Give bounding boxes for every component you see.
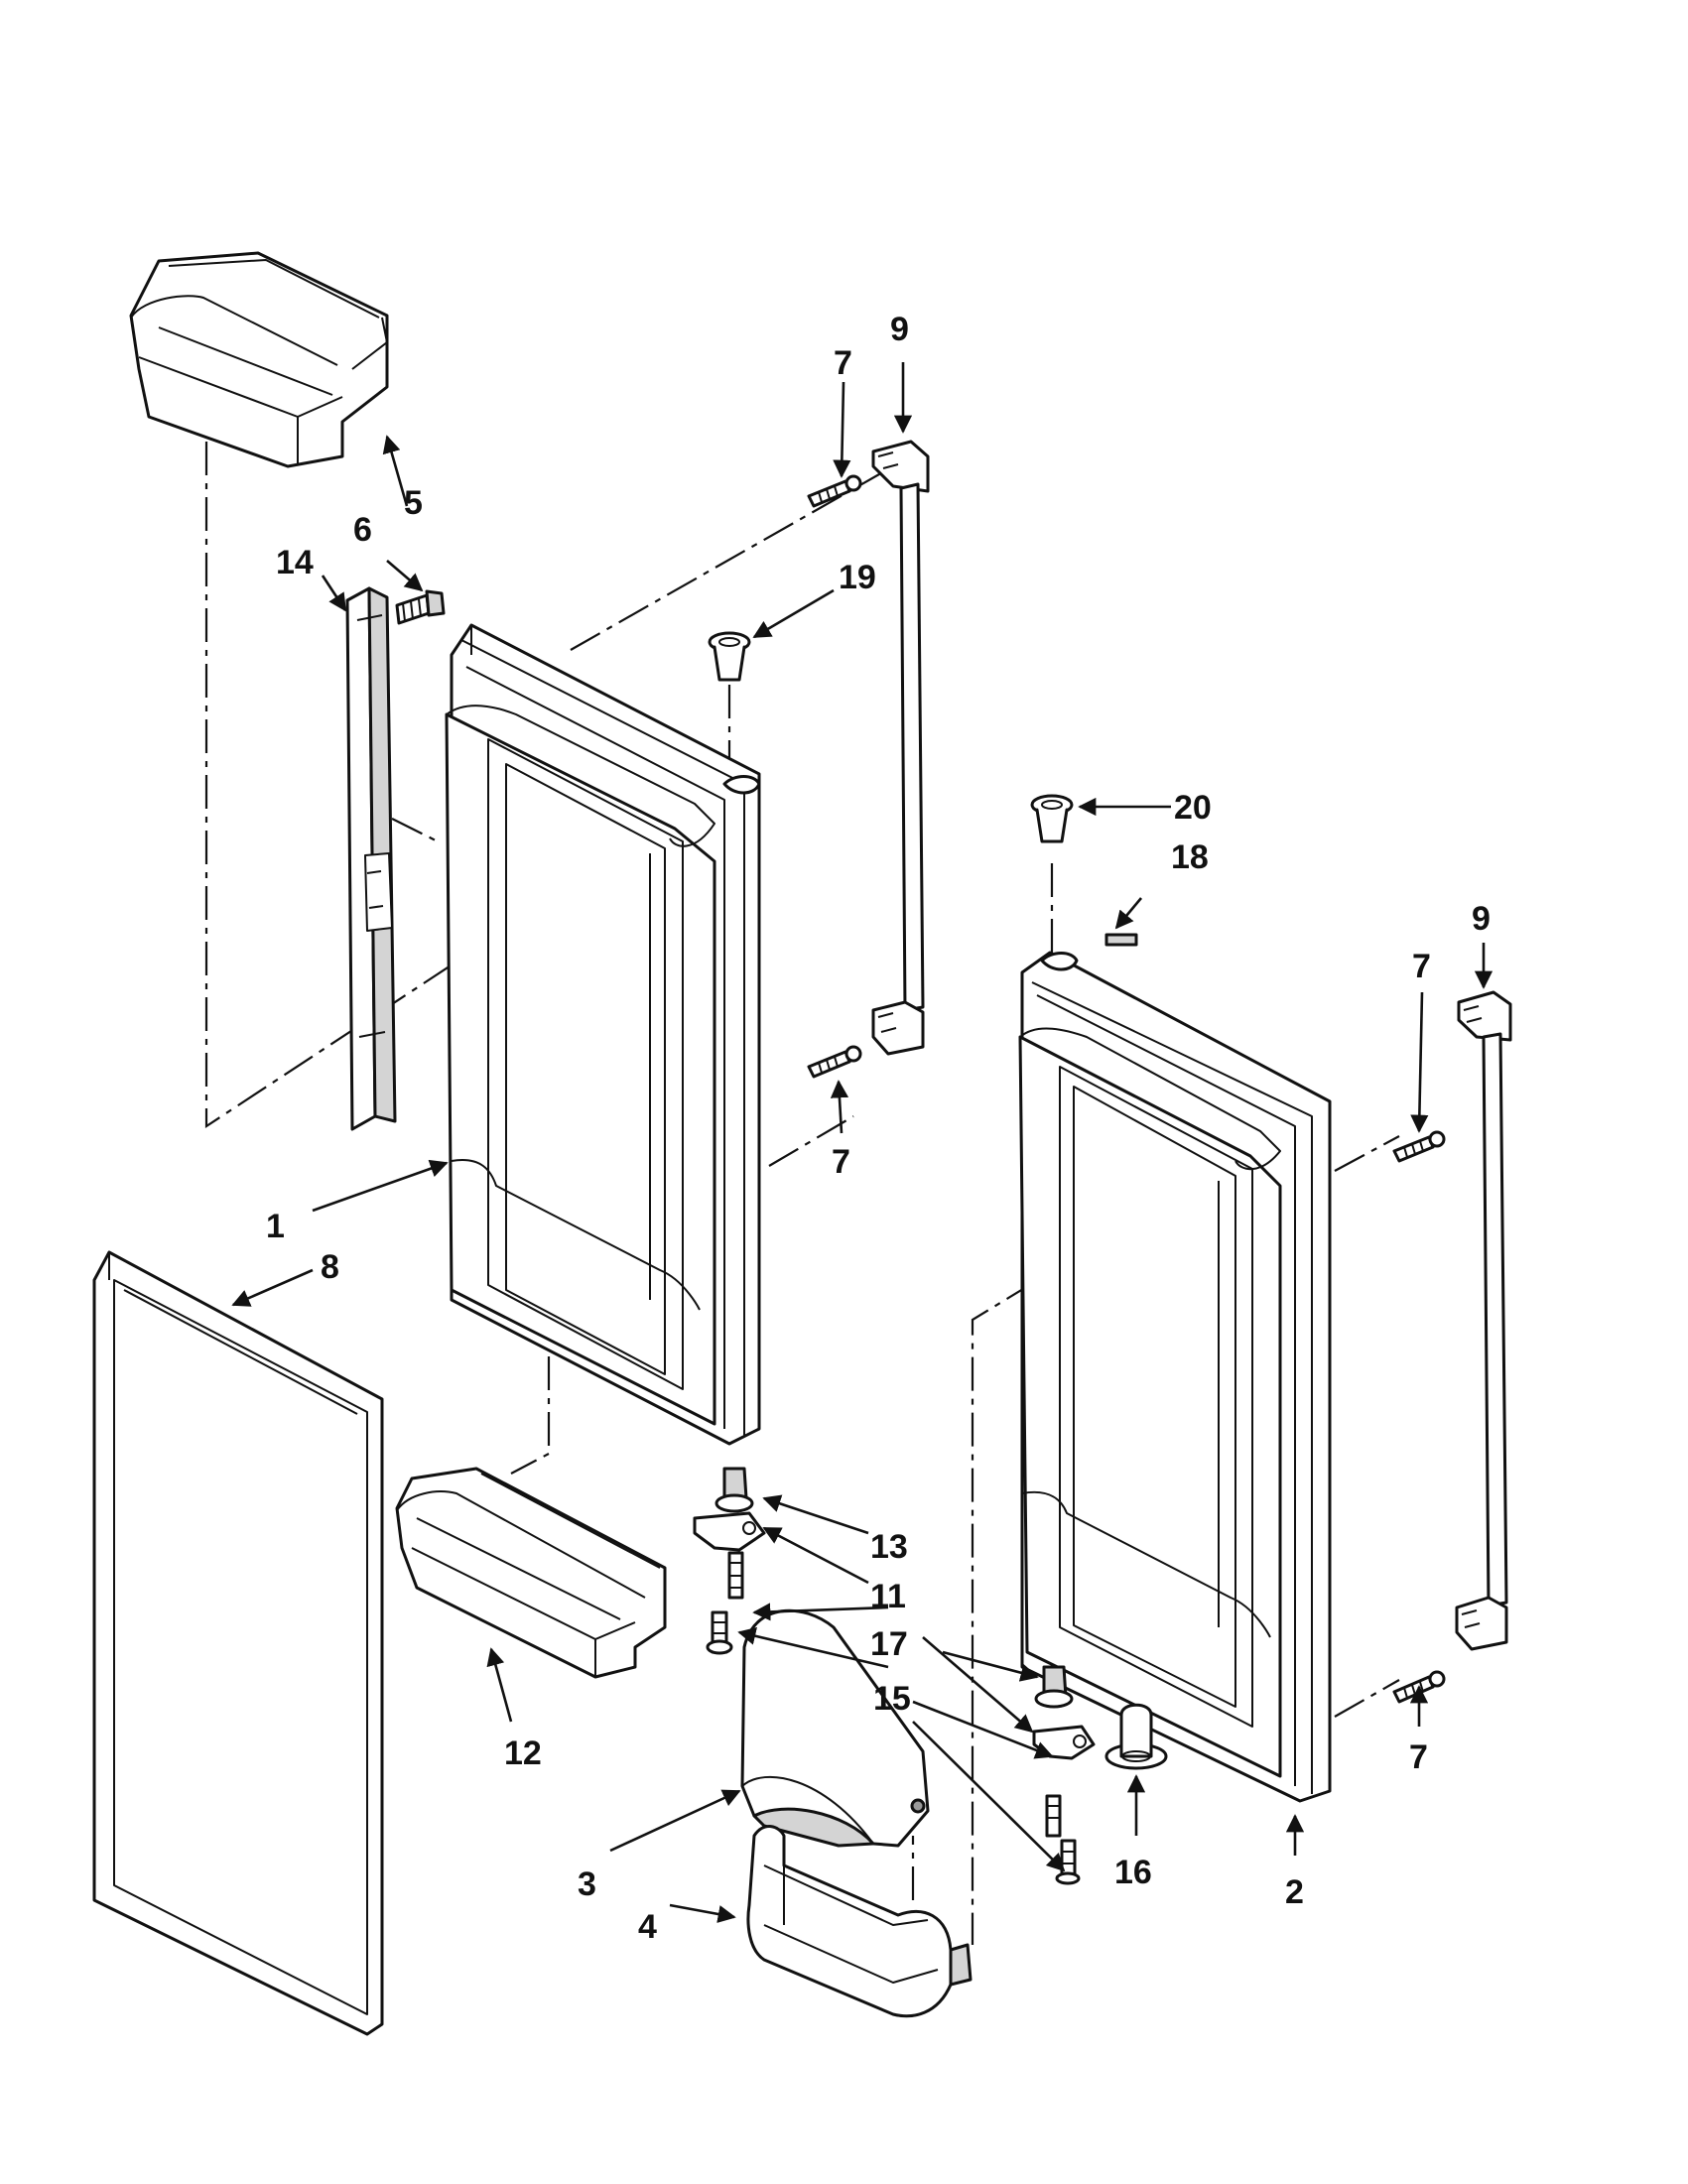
callout-20: 20 (1174, 789, 1212, 827)
callout-17: 17 (870, 1625, 908, 1663)
part-7-screws-left (807, 474, 862, 1079)
callout-4: 4 (638, 1908, 657, 1946)
part-1-left-door (445, 623, 761, 1446)
hinge-parts-left (693, 1467, 766, 1655)
part-16-stop-pin (1104, 1703, 1168, 1770)
callout-3: 3 (578, 1865, 596, 1903)
callout-7-top-left: 7 (834, 344, 852, 382)
callout-1: 1 (266, 1208, 285, 1245)
callout-19: 19 (839, 559, 876, 596)
part-18-pad (1104, 933, 1138, 947)
callout-9-right: 9 (1472, 900, 1491, 938)
callout-2: 2 (1285, 1873, 1304, 1911)
part-7-screws-right (1392, 1130, 1446, 1704)
callout-15: 15 (873, 1680, 911, 1718)
part-8-door-gasket (92, 1250, 384, 2036)
part-5-door-bin-upper (129, 251, 389, 468)
callout-16: 16 (1114, 1854, 1152, 1891)
callout-11: 11 (870, 1578, 906, 1615)
callout-7-bottom-right: 7 (1409, 1738, 1428, 1776)
callout-13: 13 (870, 1528, 908, 1566)
callout-6: 6 (353, 511, 372, 549)
callout-14: 14 (276, 544, 314, 581)
callout-7-top-right: 7 (1412, 948, 1431, 985)
callout-9-left: 9 (890, 311, 909, 348)
part-4-tray (746, 1825, 973, 2018)
leader-lines (231, 362, 1493, 1923)
part-12-door-bin-lower (395, 1467, 667, 1679)
callout-labels: 5 6 14 7 9 19 7 20 18 9 7 7 1 8 12 13 11… (266, 311, 1491, 1946)
part-6-screw (395, 589, 446, 625)
part-9-handle-left (871, 440, 930, 1056)
part-19-bushing (708, 631, 751, 682)
callout-8: 8 (321, 1248, 339, 1286)
part-14-trim-channel (345, 586, 397, 1131)
hinge-parts-right (1032, 1665, 1096, 1885)
part-2-right-door (1018, 951, 1332, 1803)
part-20-bushing (1030, 794, 1074, 843)
part-3-dispenser-cover (740, 1608, 930, 1848)
callout-12: 12 (504, 1734, 542, 1772)
callout-7-bottom-left: 7 (832, 1143, 850, 1181)
part-9-handle-right (1455, 990, 1512, 1651)
callout-18: 18 (1171, 838, 1209, 876)
callout-5: 5 (404, 484, 423, 522)
